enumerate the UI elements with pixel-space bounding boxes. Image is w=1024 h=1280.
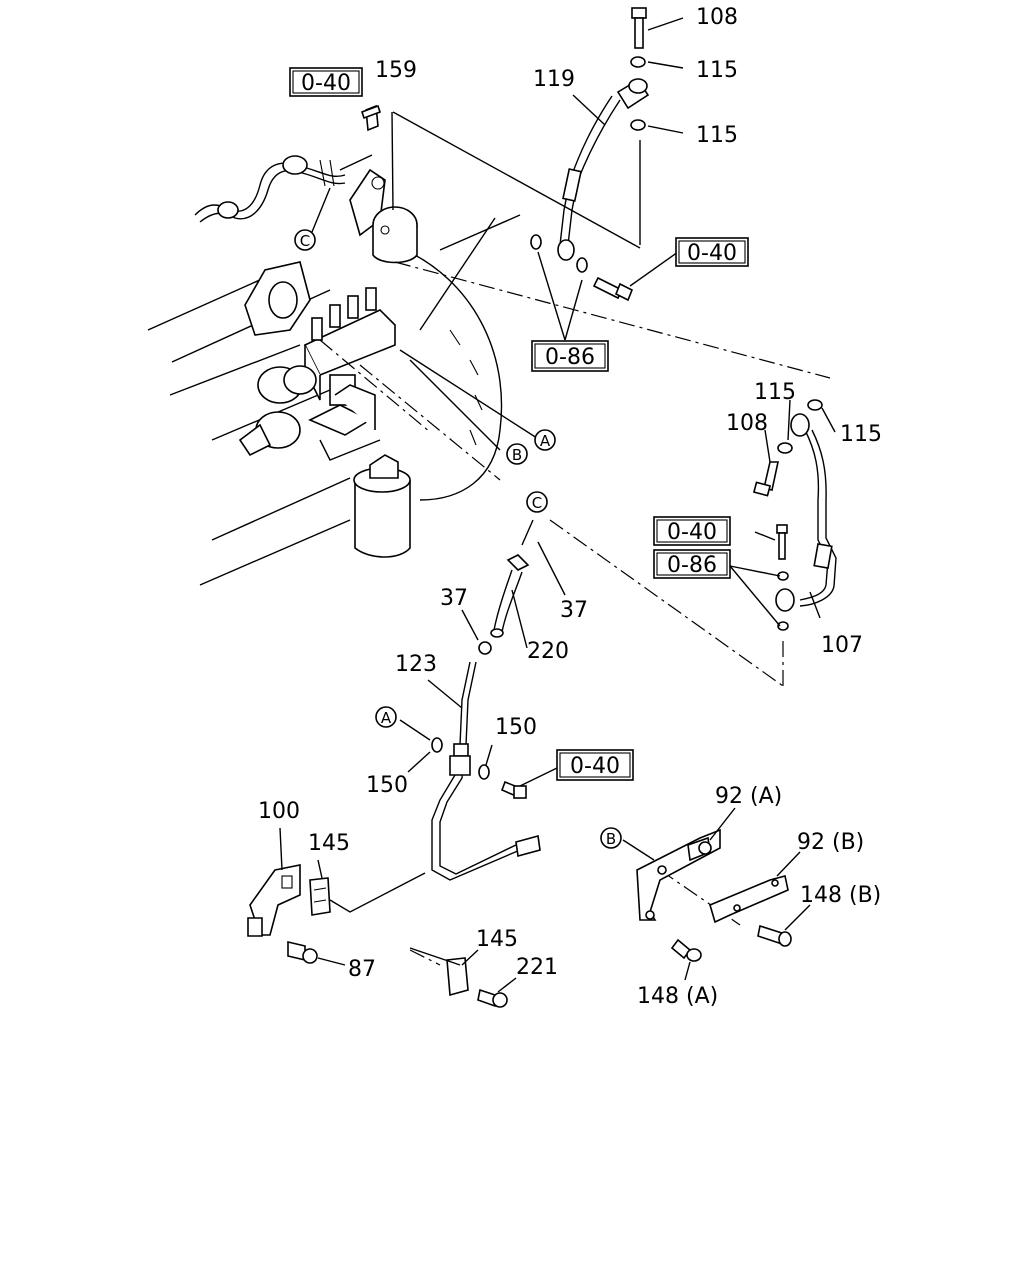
svg-text:B: B <box>606 830 616 848</box>
label-220: 220 <box>527 639 569 664</box>
label-100: 100 <box>258 799 300 824</box>
marker-b-middle: B <box>506 443 528 465</box>
label-145-top: 145 <box>308 831 350 856</box>
svg-text:A: A <box>381 709 392 727</box>
svg-text:B: B <box>512 446 522 464</box>
label-123: 123 <box>395 652 437 677</box>
ref-0-40-bottom: 0-40 <box>570 754 620 779</box>
label-150-right: 150 <box>495 715 537 740</box>
label-115-mid: 115 <box>696 123 738 148</box>
marker-a-middle: A <box>534 429 556 451</box>
marker-c-middle: C <box>526 491 548 513</box>
ref-0-40-top-right: 0-40 <box>687 241 737 266</box>
ref-0-40-right: 0-40 <box>667 520 717 545</box>
label-92a: 92 (A) <box>715 784 782 809</box>
marker-c-top: C <box>294 229 316 251</box>
label-108-top: 108 <box>696 5 738 30</box>
label-115-top: 115 <box>696 58 738 83</box>
bracket-100 <box>247 864 508 1008</box>
label-108-right: 108 <box>726 411 768 436</box>
label-148a: 148 (A) <box>637 984 718 1009</box>
label-37-right: 37 <box>560 598 588 623</box>
label-159: 159 <box>375 58 417 83</box>
ref-box-0-86-middle: 0-86 <box>531 340 609 372</box>
fuel-return-pipe-159 <box>194 104 382 233</box>
label-92b: 92 (B) <box>797 830 864 855</box>
label-145-bottom: 145 <box>476 927 518 952</box>
label-37-left: 37 <box>440 586 468 611</box>
ref-0-86-middle: 0-86 <box>545 345 595 370</box>
label-115-right-upper: 115 <box>754 380 796 405</box>
svg-text:C: C <box>300 232 310 250</box>
pipe-107 <box>752 399 837 631</box>
label-107: 107 <box>821 633 863 658</box>
marker-b-low: B <box>600 827 622 849</box>
label-221: 221 <box>516 955 558 980</box>
svg-text:A: A <box>540 432 551 450</box>
ref-box-0-40-top-right: 0-40 <box>675 237 749 267</box>
ref-0-40-top-left: 0-40 <box>301 71 351 96</box>
bracket-92 <box>636 828 792 962</box>
pipe-123-220 <box>431 554 541 881</box>
engine-assembly <box>147 168 521 586</box>
ref-box-0-40-top-left: 0-40 <box>289 67 363 97</box>
ref-box-0-40-bottom: 0-40 <box>556 749 634 781</box>
label-150-left: 150 <box>366 773 408 798</box>
label-87: 87 <box>348 957 376 982</box>
pipe-119 <box>530 7 650 302</box>
svg-text:C: C <box>532 494 542 512</box>
label-148b: 148 (B) <box>800 883 881 908</box>
marker-a-low: A <box>375 706 397 728</box>
ref-box-0-40-right: 0-40 <box>653 516 731 546</box>
ref-box-0-86-right: 0-86 <box>653 549 731 579</box>
label-115-right-lower: 115 <box>840 422 882 447</box>
label-119: 119 <box>533 67 575 92</box>
ref-0-86-right: 0-86 <box>667 553 717 578</box>
